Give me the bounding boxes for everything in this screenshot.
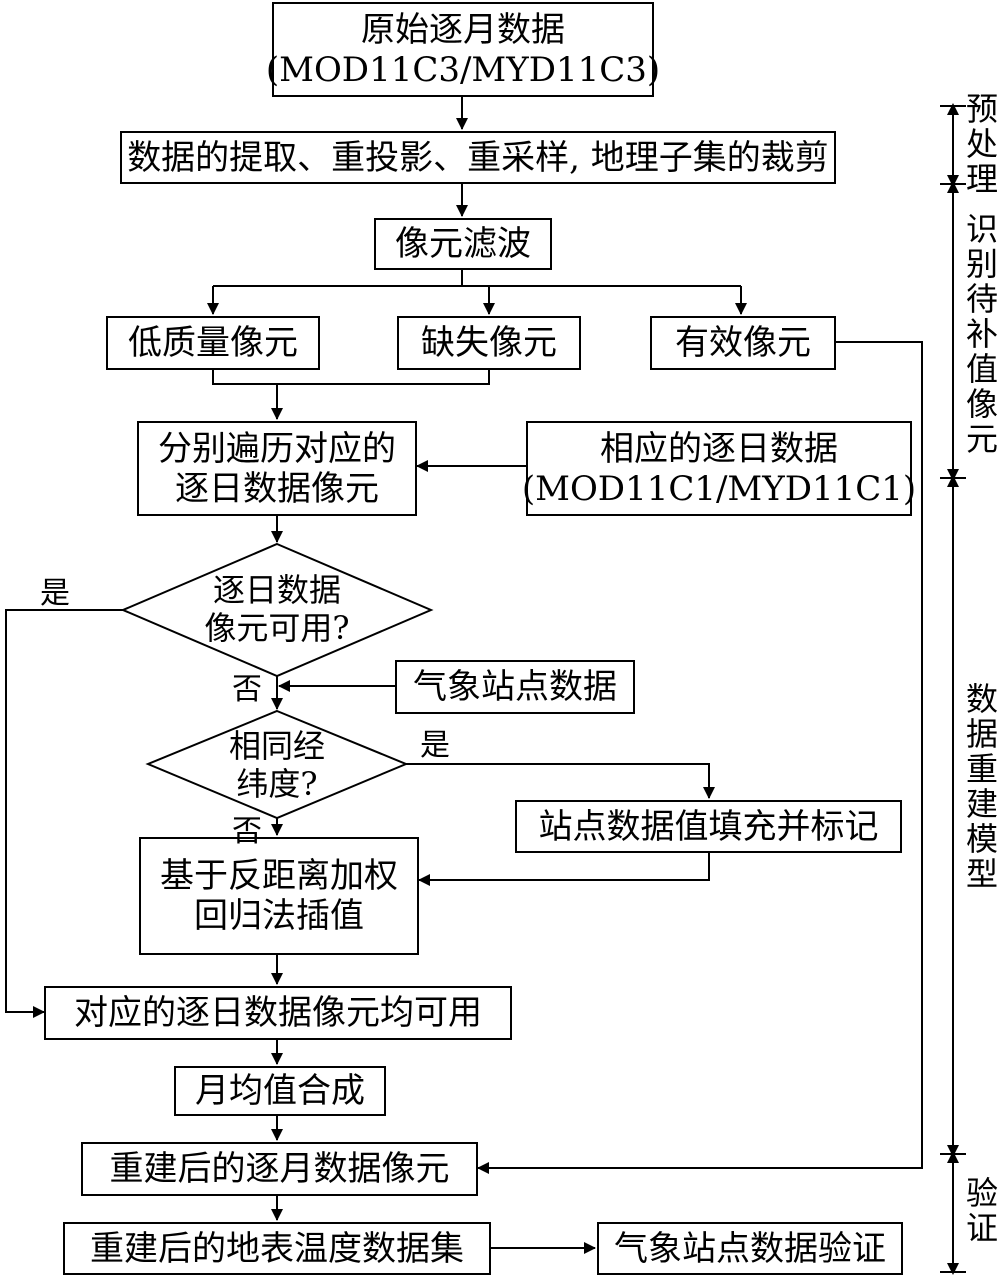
node-traverse-daily-line2: 逐日数据像元 <box>175 468 379 509</box>
arrow-fill-to-idw <box>418 853 710 886</box>
node-rebuilt-dataset-label: 重建后的地表温度数据集 <box>90 1228 464 1269</box>
stage-char: 建 <box>965 785 998 823</box>
node-low-quality-label: 低质量像元 <box>128 323 298 363</box>
arrow-valid-to-rebuilt <box>477 341 923 1174</box>
stage-label-validate: 验 证 <box>962 1176 1000 1246</box>
node-station-validation: 气象站点数据验证 <box>597 1222 903 1275</box>
yes-path-same <box>406 763 715 799</box>
decision-daily-usable-text: 逐日数据 像元可用? <box>177 571 377 647</box>
node-traverse-daily-line1: 分别遍历对应的 <box>158 428 396 469</box>
stage-label-identify: 识 别 待 补 值 像 元 <box>962 212 1000 457</box>
node-station-data-label: 气象站点数据 <box>413 667 617 707</box>
merge-low-missing <box>212 370 490 385</box>
node-missing: 缺失像元 <box>397 316 581 370</box>
node-pixel-filter-label: 像元滤波 <box>395 224 531 264</box>
node-monthly-mean: 月均值合成 <box>174 1066 386 1116</box>
node-preprocess-label: 数据的提取、重投影、重采样, 地理子集的裁剪 <box>127 137 829 178</box>
node-daily-data-line2: (MOD11C1/MYD11C1) <box>521 468 917 509</box>
node-idw-regression: 基于反距离加权 回归法插值 <box>139 837 419 955</box>
node-traverse-daily: 分别遍历对应的 逐日数据像元 <box>137 421 417 516</box>
stage-char: 模 <box>965 820 998 858</box>
yes-path-usable <box>5 609 123 1018</box>
stage-char: 理 <box>965 160 998 198</box>
decision-daily-usable-line1: 逐日数据 <box>212 571 341 609</box>
stage-char: 型 <box>965 855 998 893</box>
decision-same-latlon-line2: 纬度? <box>236 765 318 803</box>
edge-label-no-usable: 否 <box>232 672 262 707</box>
stage-char: 数 <box>965 680 998 718</box>
node-station-data: 气象站点数据 <box>395 660 635 714</box>
node-daily-data: 相应的逐日数据 (MOD11C1/MYD11C1) <box>522 421 916 516</box>
stage-char: 识 <box>965 210 998 248</box>
node-rebuilt-dataset: 重建后的地表温度数据集 <box>63 1222 491 1275</box>
decision-same-latlon-text: 相同经 纬度? <box>197 727 357 803</box>
node-rebuilt-pixels: 重建后的逐月数据像元 <box>81 1142 478 1196</box>
node-valid-label: 有效像元 <box>675 323 811 363</box>
stage-label-rebuild: 数 据 重 建 模 型 <box>962 682 1000 892</box>
stage-char: 处 <box>965 125 998 163</box>
node-idw-regression-line1: 基于反距离加权 <box>160 856 398 896</box>
node-idw-regression-line2: 回归法插值 <box>194 896 364 936</box>
node-station-validation-label: 气象站点数据验证 <box>614 1228 886 1269</box>
node-all-usable-label: 对应的逐日数据像元均可用 <box>74 993 482 1033</box>
node-preprocess: 数据的提取、重投影、重采样, 地理子集的裁剪 <box>120 131 836 184</box>
stage-char: 别 <box>965 245 998 283</box>
edge-label-yes-same: 是 <box>420 728 450 763</box>
stage-char: 元 <box>965 420 998 458</box>
decision-same-latlon-line1: 相同经 <box>228 727 325 765</box>
stage-char: 值 <box>965 350 998 388</box>
node-raw-monthly-line2: (MOD11C3/MYD11C3) <box>265 49 661 90</box>
node-pixel-filter: 像元滤波 <box>374 218 552 270</box>
stage-char: 补 <box>965 315 998 353</box>
node-raw-monthly-line1: 原始逐月数据 <box>361 9 565 50</box>
node-missing-label: 缺失像元 <box>421 323 557 363</box>
node-valid: 有效像元 <box>650 316 836 370</box>
stage-char: 重 <box>965 750 998 788</box>
node-monthly-mean-label: 月均值合成 <box>195 1071 365 1111</box>
node-low-quality: 低质量像元 <box>106 316 320 370</box>
decision-daily-usable-line2: 像元可用? <box>204 609 350 647</box>
node-raw-monthly: 原始逐月数据 (MOD11C3/MYD11C3) <box>266 2 660 97</box>
stage-char: 像 <box>965 385 998 423</box>
node-station-fill-label: 站点数据值填充并标记 <box>538 806 879 847</box>
node-rebuilt-pixels-label: 重建后的逐月数据像元 <box>109 1149 450 1189</box>
stage-char: 证 <box>965 1209 998 1247</box>
stage-char: 据 <box>965 715 998 753</box>
stage-char: 验 <box>965 1174 998 1212</box>
edge-label-yes-usable: 是 <box>40 576 70 611</box>
stage-char: 待 <box>965 280 998 318</box>
node-station-fill: 站点数据值填充并标记 <box>515 800 902 853</box>
edge-label-no-same: 否 <box>232 814 262 849</box>
node-all-usable: 对应的逐日数据像元均可用 <box>44 986 512 1040</box>
node-daily-data-line1: 相应的逐日数据 <box>600 428 838 469</box>
stage-label-preprocess: 预 处 理 <box>962 92 1000 197</box>
stage-char: 预 <box>965 90 998 128</box>
